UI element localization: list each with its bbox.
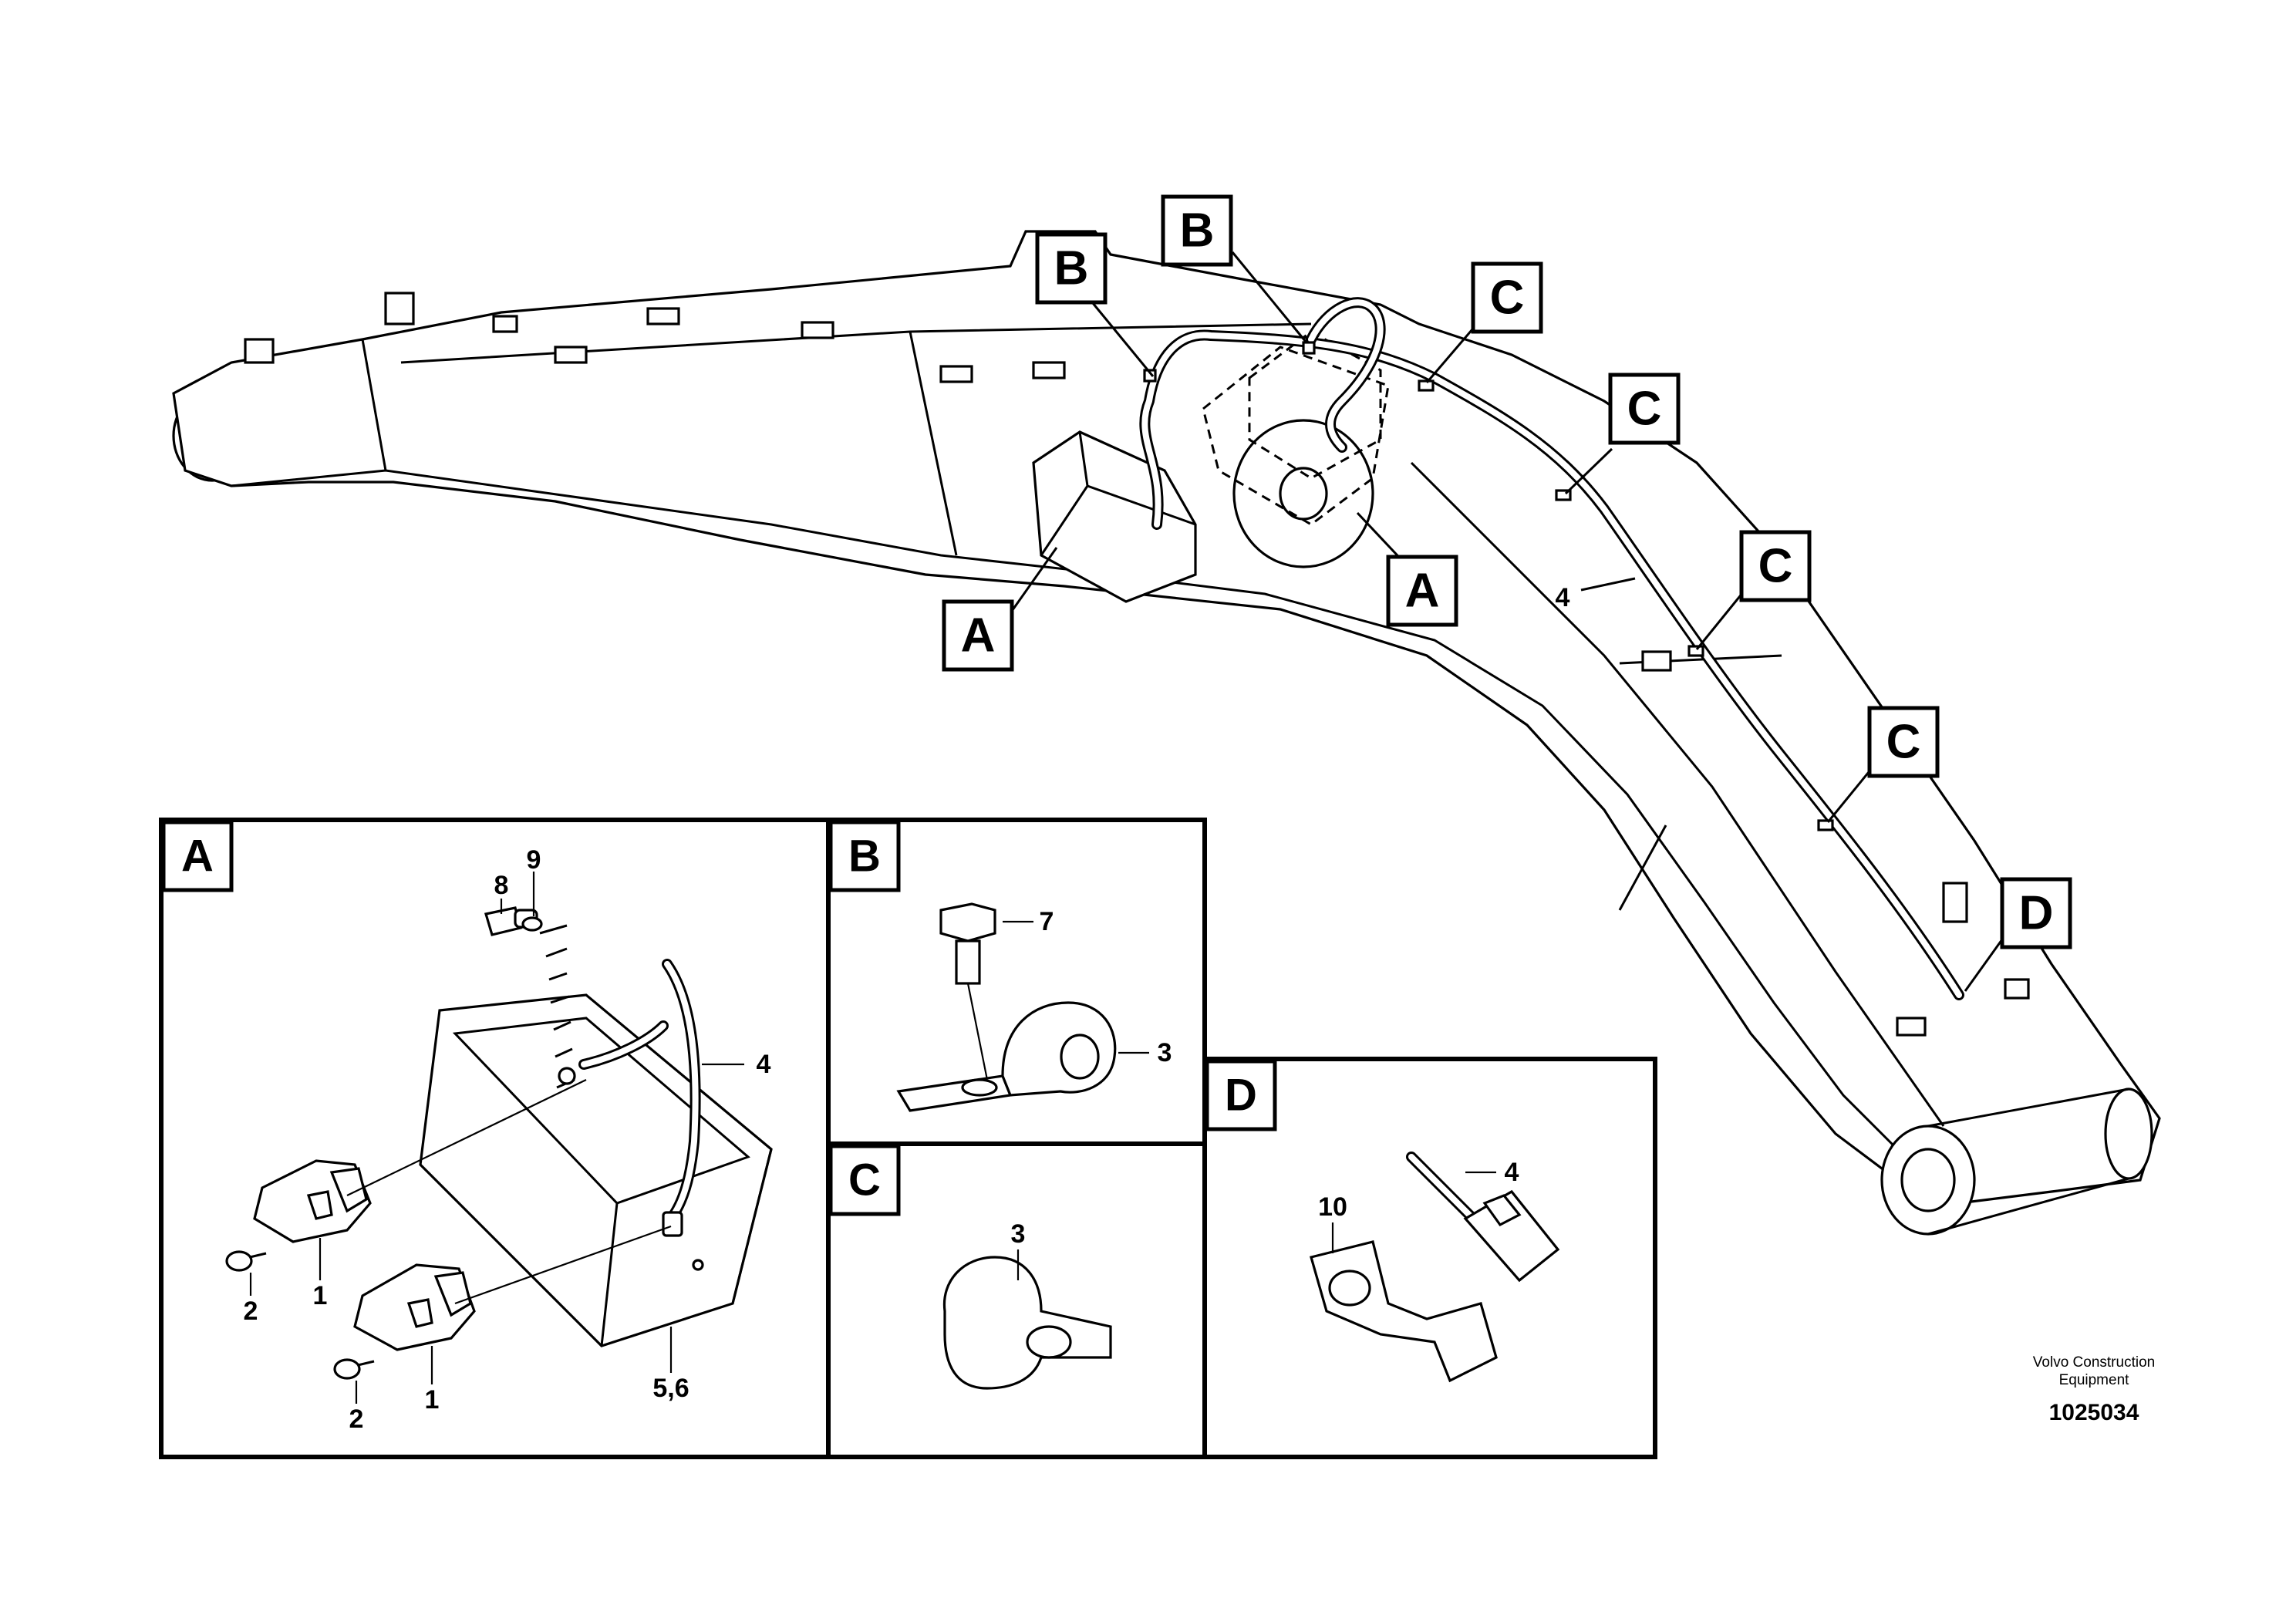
callout-d[interactable]: D	[2000, 877, 2072, 949]
hose-part-number: 4	[1556, 583, 1570, 612]
svg-text:C: C	[1627, 383, 1662, 436]
svg-text:C: C	[848, 1155, 881, 1206]
detail-panel-b: B 7 3	[826, 818, 1207, 1146]
svg-text:C: C	[1758, 540, 1793, 593]
svg-text:D: D	[2019, 887, 2054, 940]
callout-b-1[interactable]: B	[1035, 232, 1108, 305]
brand-name-line2: Equipment	[2058, 1372, 2129, 1388]
svg-text:2: 2	[244, 1297, 258, 1326]
svg-text:C: C	[1886, 716, 1921, 769]
svg-text:2: 2	[349, 1404, 364, 1434]
svg-text:A: A	[181, 831, 214, 882]
svg-text:3: 3	[1158, 1038, 1172, 1067]
brand-name-line1: Volvo Construction	[2032, 1354, 2156, 1371]
callout-leaders	[1009, 251, 2004, 992]
svg-text:10: 10	[1318, 1192, 1347, 1222]
drawing-number: 1025034	[2048, 1400, 2139, 1425]
callout-a-2[interactable]: A	[1386, 555, 1458, 627]
svg-text:1: 1	[313, 1281, 328, 1310]
svg-text:B: B	[1180, 204, 1215, 258]
svg-text:B: B	[848, 831, 881, 882]
svg-text:B: B	[1054, 242, 1089, 295]
svg-text:7: 7	[1040, 907, 1054, 936]
svg-text:9: 9	[527, 845, 541, 875]
detail-panel-c: C 3	[826, 1141, 1207, 1459]
svg-text:8: 8	[494, 871, 509, 900]
svg-text:A: A	[961, 609, 996, 663]
svg-text:D: D	[1225, 1071, 1257, 1121]
callout-c-4[interactable]: C	[1867, 706, 1940, 778]
callout-a-1[interactable]: A	[942, 599, 1014, 672]
svg-text:C: C	[1490, 271, 1525, 325]
svg-text:3: 3	[1011, 1219, 1026, 1249]
callout-c-3[interactable]: C	[1739, 530, 1812, 602]
detail-panel-d: D 10 4	[1202, 1057, 1657, 1459]
callout-c-1[interactable]: C	[1471, 261, 1543, 334]
detail-panel-a: A	[159, 818, 831, 1459]
callout-b-2[interactable]: B	[1161, 194, 1233, 267]
svg-text:4: 4	[757, 1050, 771, 1079]
brand-block: Volvo Construction Equipment 1025034	[1967, 1354, 2221, 1426]
boom-illustration	[172, 230, 2161, 1236]
svg-text:5,6: 5,6	[652, 1374, 689, 1403]
svg-text:4: 4	[1505, 1158, 1519, 1187]
svg-text:1: 1	[425, 1385, 440, 1415]
svg-text:A: A	[1405, 565, 1440, 618]
callout-c-2[interactable]: C	[1608, 373, 1681, 445]
